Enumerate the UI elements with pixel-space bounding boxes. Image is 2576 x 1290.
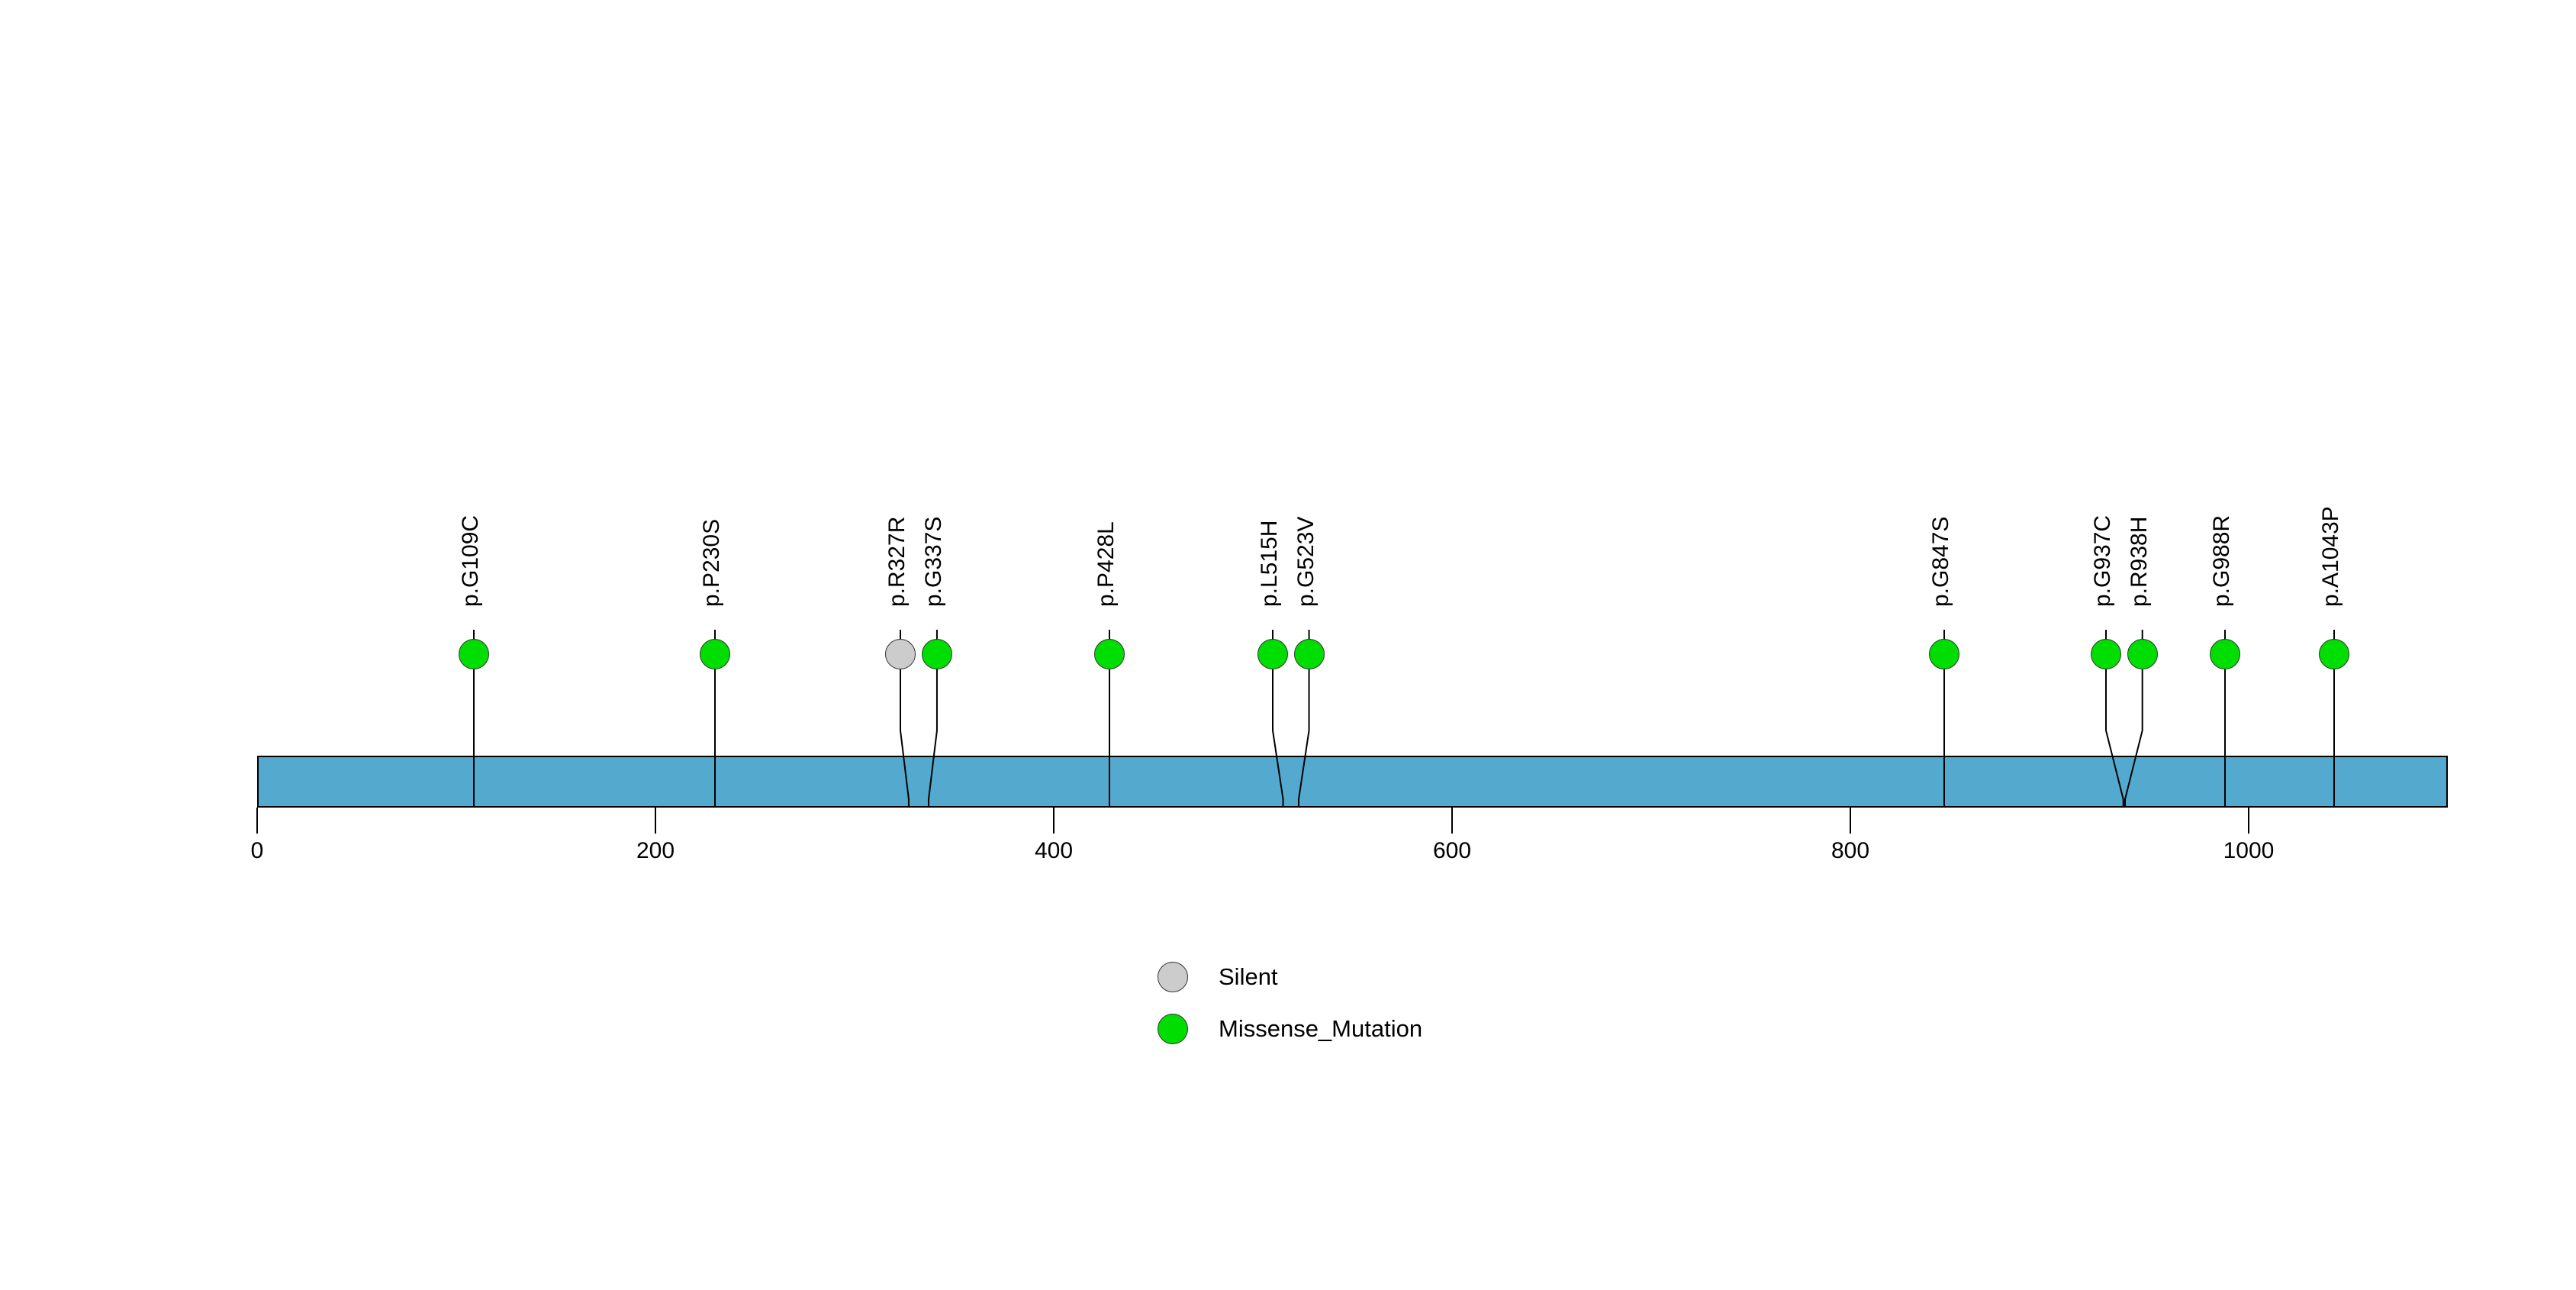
lollipop-label-p.R327R: p.R327R bbox=[884, 516, 910, 607]
lollipop-label-p.P230S: p.P230S bbox=[699, 518, 725, 607]
lollipop-head-p.P428L[interactable] bbox=[1094, 639, 1125, 669]
axis-tick-400 bbox=[1053, 808, 1055, 834]
axis-tick-0 bbox=[256, 808, 258, 834]
protein-backbone-bar bbox=[257, 756, 2448, 808]
axis-tick-label-0: 0 bbox=[250, 838, 264, 863]
axis-tick-label-600: 600 bbox=[1432, 838, 1472, 863]
lollipop-head-p.P230S[interactable] bbox=[700, 639, 731, 669]
lollipop-label-p.A1043P: p.A1043P bbox=[2318, 506, 2344, 607]
lollipop-label-p.G847S: p.G847S bbox=[1927, 516, 1953, 607]
lollipop-label-p.L515H: p.L515H bbox=[1256, 520, 1282, 607]
lollipop-head-p.G937C[interactable] bbox=[2090, 639, 2121, 669]
axis-tick-label-800: 800 bbox=[1831, 838, 1870, 863]
axis-tick-800 bbox=[1850, 808, 1851, 834]
legend-item-Silent[interactable]: Silent bbox=[1158, 962, 1615, 1000]
axis-tick-label-1000: 1000 bbox=[2223, 838, 2275, 863]
legend-swatch-Missense_Mutation-icon bbox=[1158, 1014, 1188, 1044]
legend-item-Missense_Mutation[interactable]: Missense_Mutation bbox=[1158, 1014, 1615, 1052]
lollipop-label-p.P428L: p.P428L bbox=[1093, 521, 1119, 607]
axis-tick-label-200: 200 bbox=[636, 838, 675, 863]
legend-label-Silent: Silent bbox=[1219, 963, 1278, 990]
lollipop-head-p.G337S[interactable] bbox=[921, 639, 952, 669]
axis-tick-1000 bbox=[2248, 808, 2249, 834]
lollipop-label-p.G109C: p.G109C bbox=[458, 514, 484, 607]
lollipop-head-p.R327R[interactable] bbox=[884, 639, 916, 669]
lollipop-label-p.G523V: p.G523V bbox=[1293, 516, 1319, 607]
legend-swatch-Silent-icon bbox=[1158, 962, 1188, 992]
legend-label-Missense_Mutation: Missense_Mutation bbox=[1219, 1015, 1423, 1042]
lollipop-head-p.L515H[interactable] bbox=[1257, 639, 1288, 669]
lollipop-head-p.G847S[interactable] bbox=[1928, 639, 1959, 669]
lollipop-head-p.G988R[interactable] bbox=[2209, 639, 2240, 669]
lollipop-head-p.G523V[interactable] bbox=[1293, 639, 1325, 669]
lollipop-head-p.A1043P[interactable] bbox=[2319, 639, 2350, 669]
lollipop-head-p.R938H[interactable] bbox=[2127, 639, 2158, 669]
lollipop-label-p.G337S: p.G337S bbox=[920, 516, 946, 607]
axis-tick-label-400: 400 bbox=[1034, 838, 1074, 863]
axis-tick-600 bbox=[1451, 808, 1453, 834]
lollipop-label-p.G988R: p.G988R bbox=[2208, 514, 2234, 607]
axis-tick-200 bbox=[655, 808, 656, 834]
lollipop-label-p.G937C: p.G937C bbox=[2089, 514, 2115, 607]
lollipop-head-p.G109C[interactable] bbox=[459, 639, 490, 669]
lollipop-label-p.R938H: p.R938H bbox=[2126, 516, 2152, 607]
